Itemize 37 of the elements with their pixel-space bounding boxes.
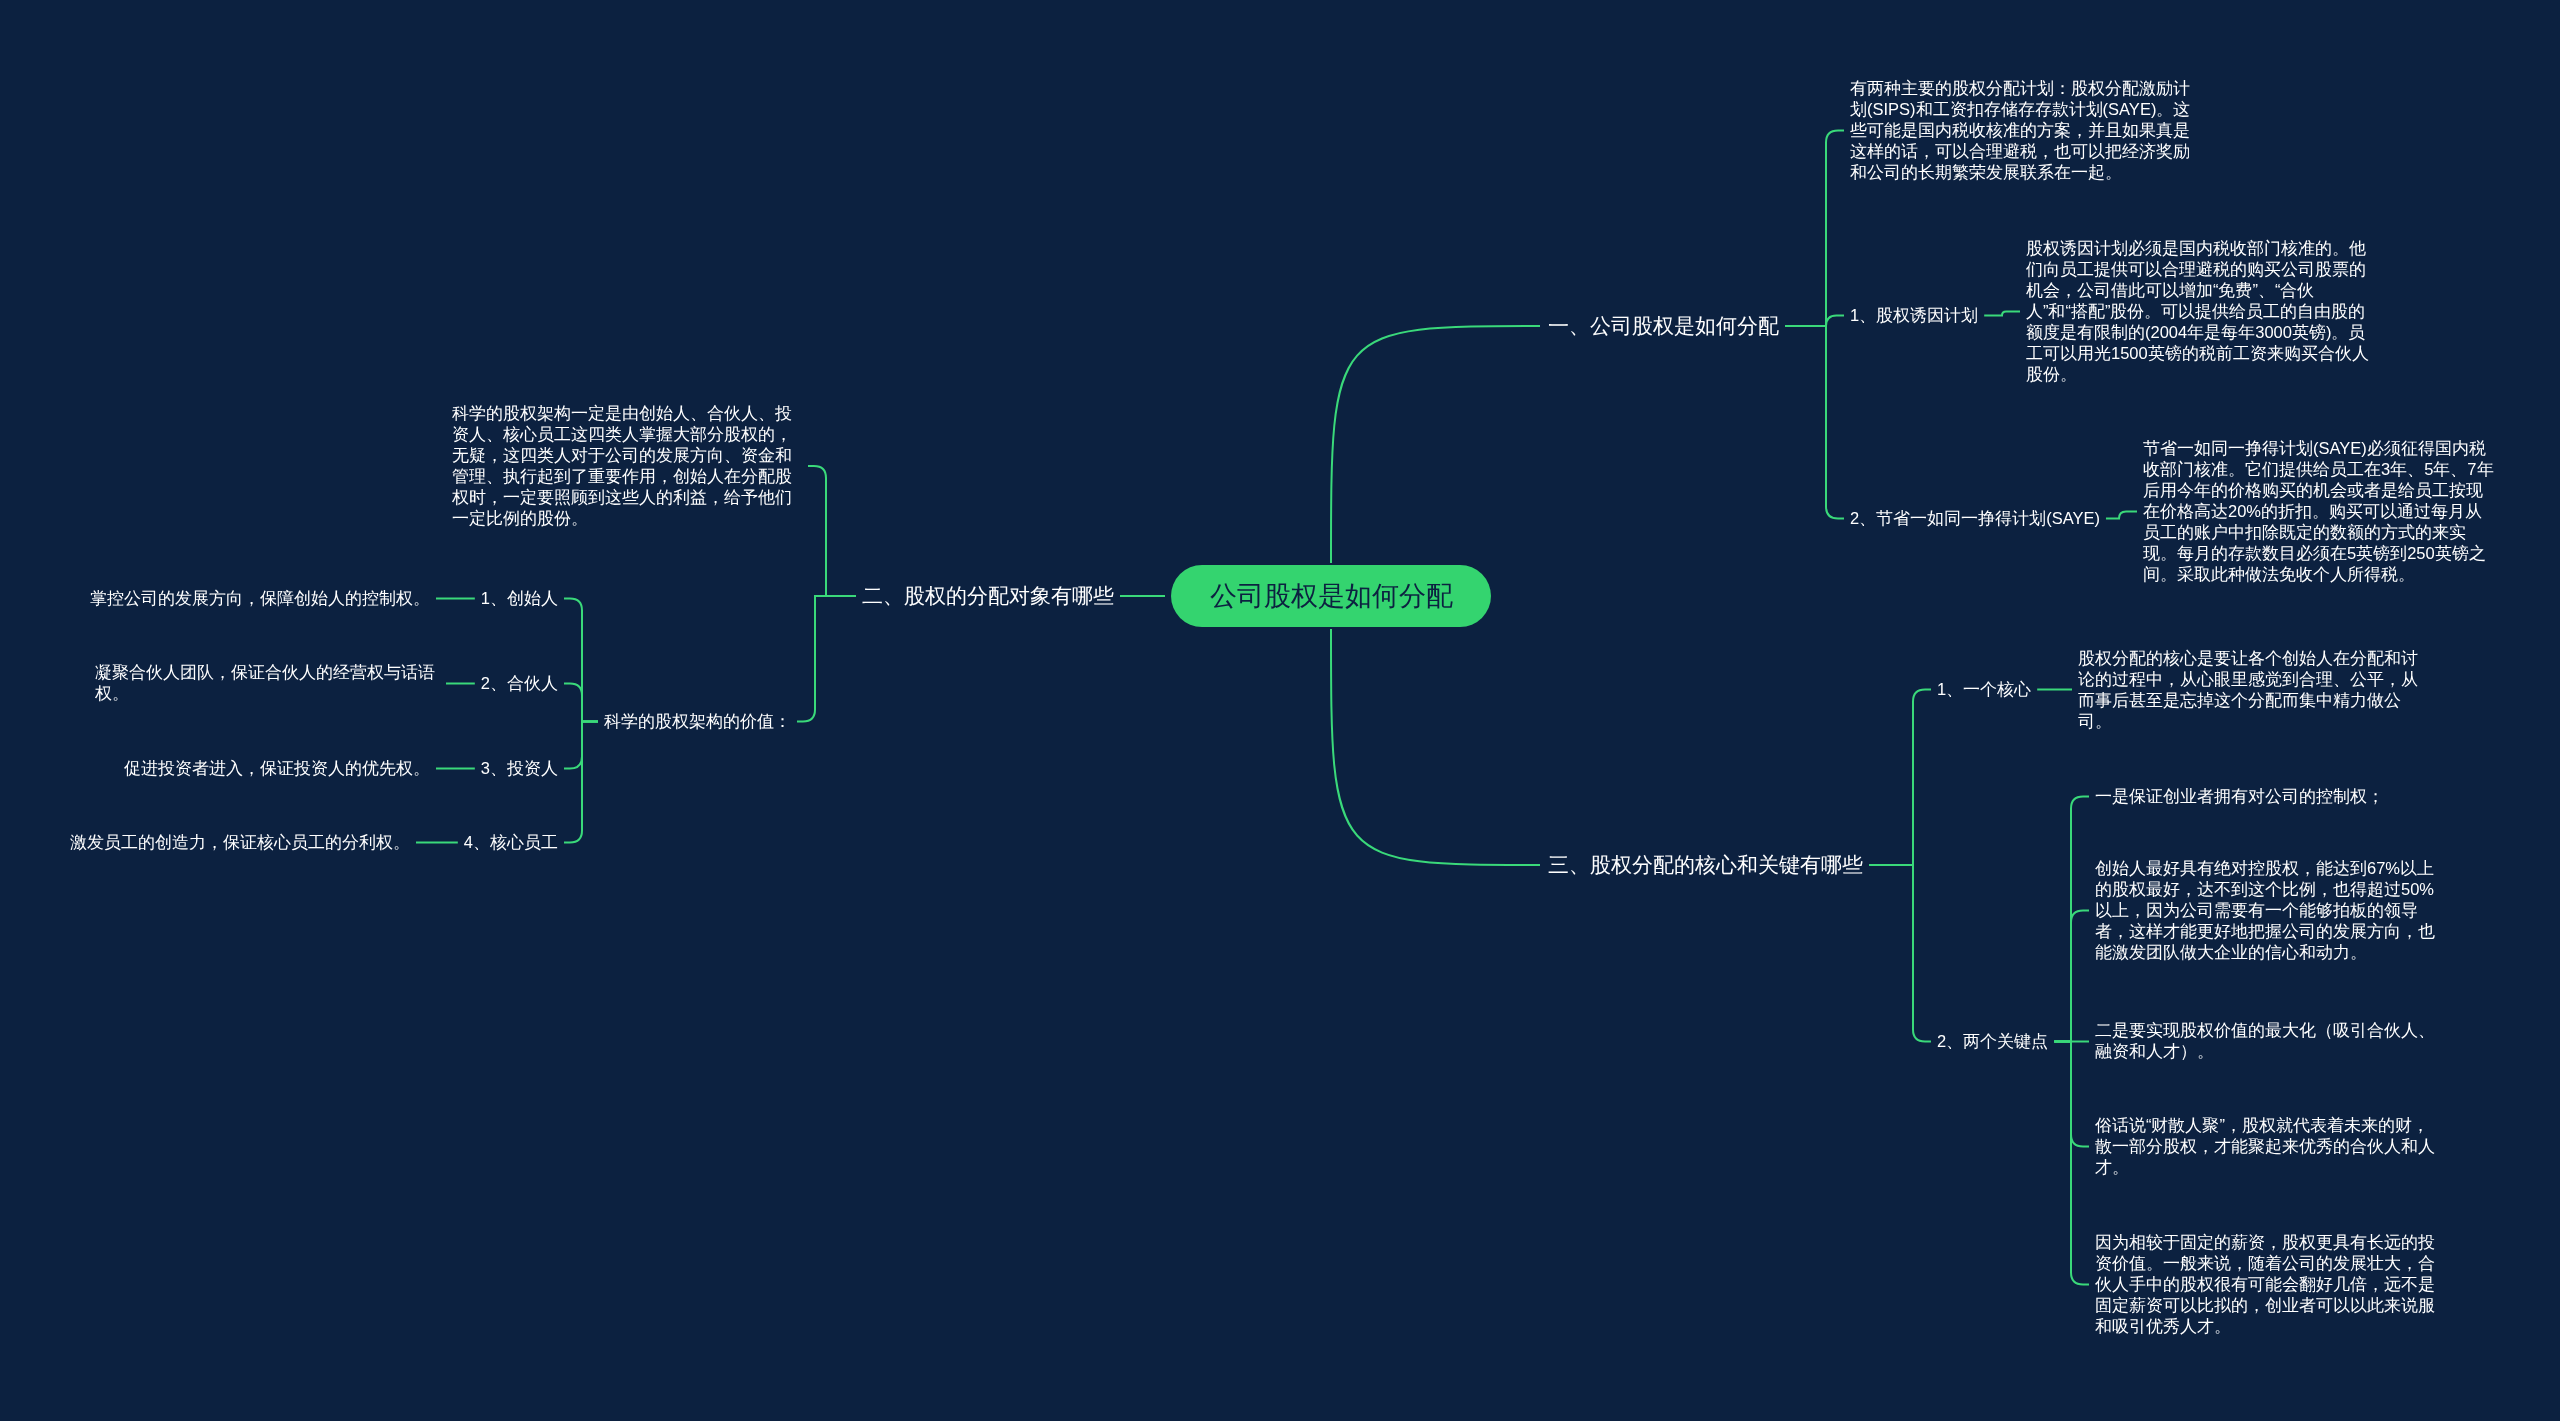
branch-topic: 三、股权分配的核心和关键有哪些 [1548,851,1863,879]
subtopic-text: 激发员工的创造力，保证核心员工的分利权。 [70,832,410,853]
subtopic-text: 2、合伙人 [480,673,558,694]
subtopic-text: 掌控公司的发展方向，保障创始人的控制权。 [90,588,430,609]
connector-line [445,682,476,685]
note-text: 节省一如同一挣得计划(SAYE)必须征得国内税收部门核准。它们提供给员工在3年、5年、7年后用今年的价格购买的机会或者是给员工按现在价格高达20%的折扣。购买可以通过每月从员工的账户中扣除既定的数额的方式的来实现。每月的存款数目必须在5英镑到250英镑之间。采取此种做法免收个人所得税。 [2143,438,2495,585]
connector-line [1330,628,1541,866]
subtopic-text: 2、两个关键点 [1937,1031,2049,1052]
connector-line [1983,310,2021,317]
note-text: 股权分配的核心是要让各个创始人在分配和讨论的过程中，从心眼里感觉到合理、公平，从而事后甚至是忘掉这个分配而集中精力做公司。 [2078,648,2428,732]
branch-topic: 二、股权的分配对象有哪些 [862,582,1114,610]
subtopic-text: 2、节省一如同一挣得计划(SAYE) [1850,508,2100,529]
subtopic-text: 促进投资者进入，保证投资人的优先权。 [124,758,430,779]
note-text: 因为相较于固定的薪资，股权更具有长远的投资价值。一般来说，随着公司的发展壮大，合伙人手中的股权很有可能会翻好几倍，远不是固定薪资可以比拟的，创业者可以以此来说服和吸引优秀人才。 [2095,1232,2445,1337]
subtopic-text: 科学的股权架构的价值： [604,711,791,732]
branch-topic: 一、公司股权是如何分配 [1548,312,1779,340]
note-text: 创始人最好具有绝对控股权，能达到67%以上的股权最好，达不到这个比例，也得超过50%以上，因为公司需要有一个能够拍板的领导者，这样才能更好地把握公司的发展方向，也能激发团队做大企业的信心和动力。 [2095,858,2440,963]
subtopic-text: 一是保证创业者拥有对公司的控制权； [2095,786,2384,807]
connector-line [1119,595,1166,597]
central-topic-pill: 公司股权是如何分配 [1171,565,1491,627]
note-text: 有两种主要的股权分配计划：股权分配激励计划(SIPS)和工资扣存储存存款计划(SAYE)。这些可能是国内税收核准的方案，并且如果真是这样的话，可以合理避税，也可以把经济奖励和公司的长期繁荣发展联系在一起。 [1850,78,2200,183]
subtopic-text: 1、一个核心 [1937,679,2032,700]
connector-line [2036,688,2073,691]
connector-line [435,767,476,770]
note-text: 凝聚合伙人团队，保证合伙人的经营权与话语权。 [95,662,440,704]
connector-line [415,841,459,844]
note-text: 二是要实现股权价值的最大化（吸引合伙人、融资和人才）。 [2095,1020,2440,1062]
connector-line [1330,325,1541,564]
subtopic-text: 3、投资人 [480,758,558,779]
subtopic-text: 4、核心员工 [463,832,558,853]
connector-line [435,597,476,600]
note-text: 科学的股权架构一定是由创始人、合伙人、投资人、核心员工这四类人掌握大部分股权的，无疑，这四类人对于公司的发展方向、资金和管理、执行起到了重要作用，创始人在分配股权时，一定要照顾到这些人的利益，给予他们一定比例的股份。 [452,403,802,529]
note-text: 股权诱因计划必须是国内税收部门核准的。他们向员工提供可以合理避税的购买公司股票的机会，公司借此可以增加“免费”、“合伙人”和“搭配”股份。可以提供给员工的自由股的额度是有限制的(2004年是每年3000英镑)。员工可以用光1500英镑的税前工资来购买合伙人股份。 [2026,238,2376,385]
subtopic-text: 1、创始人 [480,588,558,609]
subtopic-text: 1、股权诱因计划 [1850,305,1979,326]
connector-line [2104,510,2138,520]
note-text: 俗话说“财散人聚”，股权就代表着未来的财，散一部分股权，才能聚起来优秀的合伙人和人才。 [2095,1115,2445,1178]
